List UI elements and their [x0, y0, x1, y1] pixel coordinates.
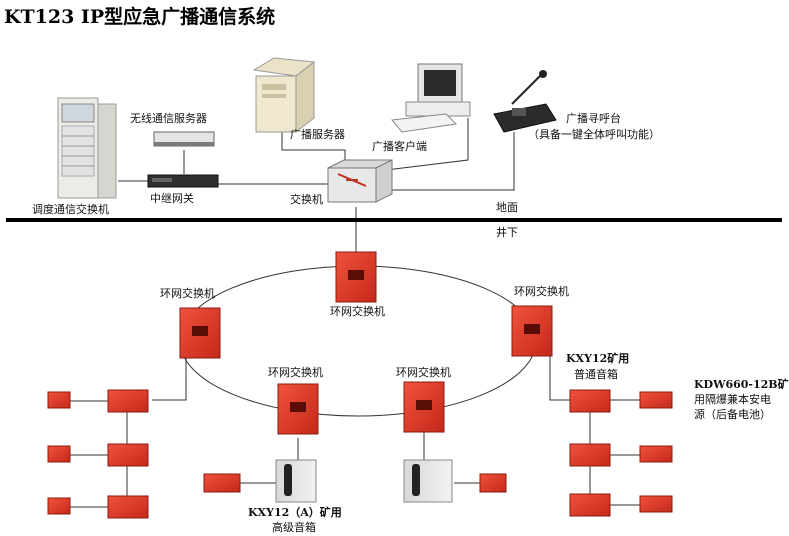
- power-box: [569, 389, 611, 413]
- label-ring-switch-right: 环网交换机: [514, 285, 569, 298]
- wireless-server: [153, 131, 215, 147]
- dispatch-switch-cabinet: [57, 97, 117, 199]
- ring-switch-right: [511, 305, 553, 357]
- broadcast-server-tower: [252, 57, 316, 134]
- paging-station: [493, 70, 557, 133]
- ring-switch-bottom-left: [277, 383, 319, 435]
- label-dispatch-switch: 调度通信交换机: [32, 203, 109, 216]
- link-client-switch: [385, 118, 469, 171]
- label-wireless-server: 无线通信服务器: [130, 112, 207, 125]
- link-paging-switch: [386, 132, 515, 191]
- ground-line: [6, 218, 782, 222]
- speaker-box: [639, 495, 673, 513]
- speaker-box: [47, 445, 71, 463]
- speaker-box: [479, 473, 507, 493]
- speaker-box: [47, 391, 71, 409]
- advanced-speaker-1: [275, 459, 317, 503]
- broadcast-client-pc: [391, 63, 471, 133]
- power-box: [107, 389, 149, 413]
- core-switch: [327, 159, 393, 203]
- label-ring-switch-bottom-right: 环网交换机: [396, 366, 451, 379]
- power-box: [569, 493, 611, 517]
- advanced-speaker-2: [403, 459, 453, 503]
- label-speaker-normal-type: 普通音箱: [574, 368, 618, 381]
- ring-switch-top: [335, 251, 377, 303]
- label-speaker-adv-model: KXY12（A）矿用: [248, 506, 342, 519]
- label-surface: 地面: [496, 201, 518, 214]
- label-speaker-adv-type: 高级音箱: [272, 521, 316, 534]
- speaker-box: [639, 391, 673, 409]
- label-relay-gateway: 中继网关: [150, 192, 194, 205]
- label-underground: 井下: [496, 226, 518, 239]
- label-paging-station: 广播寻呼台: [566, 112, 621, 125]
- page-title: KT123 IP型应急广播通信系统: [4, 6, 276, 28]
- surface-links: [118, 118, 515, 258]
- label-power-model: KDW660-12B矿: [694, 378, 789, 391]
- ring-switch-left: [179, 307, 221, 359]
- ring-switch-bottom-right: [403, 381, 445, 433]
- label-power-desc-2: 源（后备电池）: [694, 408, 771, 421]
- label-broadcast-server: 广播服务器: [290, 128, 345, 141]
- label-paging-station-note: （具备一键全体呼叫功能）: [528, 128, 660, 141]
- power-box: [107, 495, 149, 519]
- label-ring-switch-top: 环网交换机: [330, 305, 385, 318]
- label-ring-switch-bottom-left: 环网交换机: [268, 366, 323, 379]
- link-bserver-switch: [281, 130, 346, 165]
- label-ring-switch-left: 环网交换机: [160, 287, 215, 300]
- speaker-box: [47, 497, 71, 515]
- underground-links: [70, 340, 640, 508]
- relay-gateway: [147, 174, 219, 188]
- power-box: [569, 443, 611, 467]
- speaker-box: [639, 445, 673, 463]
- label-speaker-normal-model: KXY12矿用: [566, 352, 630, 365]
- speaker-box: [203, 473, 241, 493]
- power-box: [107, 443, 149, 467]
- label-core-switch: 交换机: [290, 193, 323, 206]
- device-boxes: [47, 389, 673, 519]
- link-left-switch-branch: [152, 340, 187, 401]
- label-power-desc-1: 用隔爆兼本安电: [694, 393, 771, 406]
- label-broadcast-client: 广播客户端: [372, 140, 427, 153]
